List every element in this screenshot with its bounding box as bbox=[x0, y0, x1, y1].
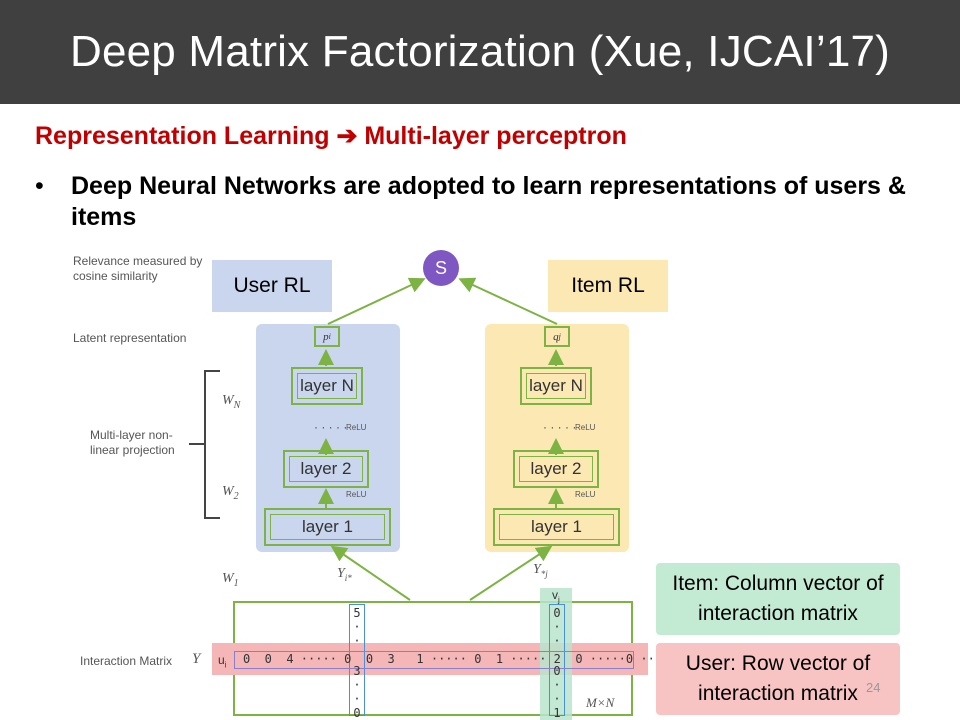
interaction-label: Interaction Matrix bbox=[80, 654, 173, 668]
user-relu-top: ReLU bbox=[346, 423, 367, 432]
item-relu-bottom: ReLU bbox=[575, 490, 596, 499]
projection-bracket bbox=[189, 370, 220, 519]
row-outline bbox=[234, 651, 634, 669]
user-layer-1: layer 1 bbox=[264, 508, 391, 546]
matrix-size: M×N bbox=[586, 695, 615, 710]
user-relu-bottom: ReLU bbox=[346, 490, 367, 499]
row-highlight bbox=[212, 643, 648, 675]
user-note: User: Row vector of interaction matrix bbox=[656, 643, 900, 715]
row-label-ui: ui bbox=[218, 653, 227, 670]
item-layer-2: layer 2 bbox=[513, 450, 599, 488]
user-dots: · · · · · bbox=[314, 420, 348, 434]
weight-w1: W1 bbox=[222, 571, 239, 589]
user-column-outline bbox=[349, 604, 365, 716]
item-column-highlight bbox=[540, 588, 572, 720]
user-layer-2: layer 2 bbox=[283, 450, 369, 488]
similarity-node: S bbox=[423, 250, 459, 286]
item-column-values: 0 · · 0 · · 1 bbox=[553, 606, 561, 720]
latent-label: Latent representation bbox=[73, 331, 187, 345]
user-layer-n: layer N bbox=[291, 367, 363, 405]
projection-label: Multi-layer non-linear projection bbox=[90, 428, 175, 457]
slide-subtitle: Representation Learning ➔ Multi-layer pe… bbox=[35, 122, 627, 150]
slide-title: Deep Matrix Factorization (Xue, IJCAI’17… bbox=[69, 27, 891, 76]
relevance-label: Relevance measured by cosine similarity bbox=[73, 254, 203, 283]
item-relu-top: ReLU bbox=[575, 423, 596, 432]
bullet-text: Deep Neural Networks are adopted to lear… bbox=[71, 172, 906, 231]
title-bar: Deep Matrix Factorization (Xue, IJCAI’17… bbox=[0, 0, 960, 104]
matrix-symbol: Y bbox=[192, 651, 201, 667]
item-input-yj: Y*j bbox=[533, 562, 548, 579]
item-rl-tag: Item RL bbox=[548, 260, 668, 312]
item-note: Item: Column vector of interaction matri… bbox=[656, 563, 900, 635]
page-number: 24 bbox=[866, 680, 881, 695]
item-column-outline bbox=[549, 604, 565, 716]
col-label-vj: vj bbox=[552, 588, 560, 605]
weight-wn: WN bbox=[222, 393, 241, 411]
user-row-values: 0 0 4 ····· 0 0 3 1 ····· 0 1 ····· 2 0 … bbox=[243, 652, 706, 666]
user-column-values: 5 · · 3 · · 0 bbox=[353, 606, 361, 720]
user-rl-tag: User RL bbox=[212, 260, 332, 312]
item-layer-n: layer N bbox=[520, 367, 592, 405]
user-input-yi: Yi* bbox=[337, 566, 352, 583]
item-layer-1: layer 1 bbox=[493, 508, 620, 546]
bullet-dot: • bbox=[35, 172, 44, 200]
weight-w2: W2 bbox=[222, 484, 239, 502]
item-dots: · · · · · bbox=[543, 420, 577, 434]
